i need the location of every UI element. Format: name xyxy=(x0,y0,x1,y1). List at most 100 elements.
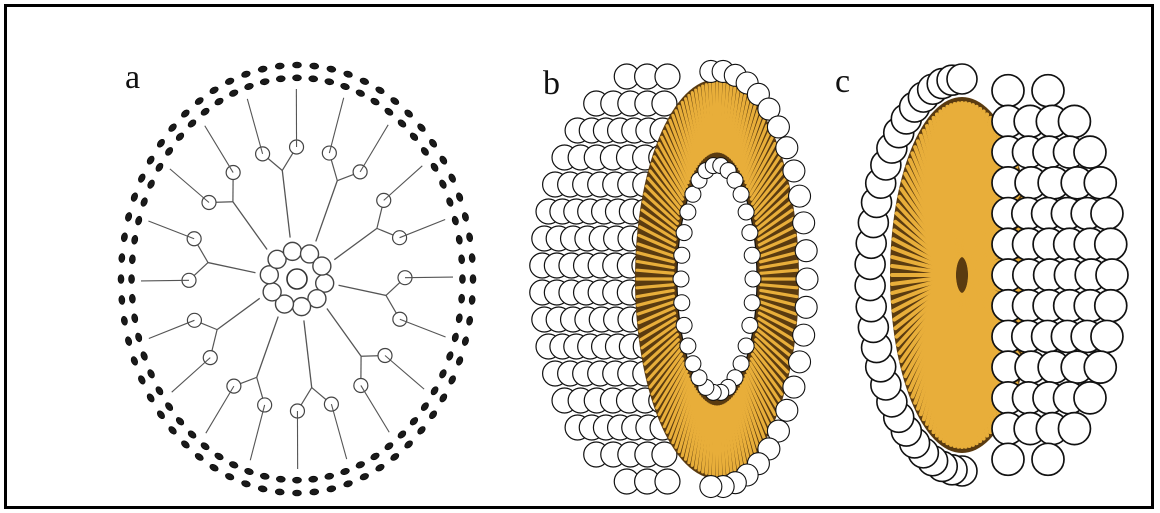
end-group xyxy=(416,122,427,133)
end-group xyxy=(131,235,139,245)
end-group xyxy=(355,89,366,98)
lipid-head xyxy=(744,295,760,311)
end-group xyxy=(154,385,164,396)
branch-line xyxy=(148,221,194,239)
surfactant-head xyxy=(1091,198,1123,230)
end-group xyxy=(175,131,186,142)
surfactant-head xyxy=(992,443,1024,475)
end-group xyxy=(389,96,400,106)
lipid-head xyxy=(676,317,692,333)
lipid-head xyxy=(674,295,690,311)
end-group xyxy=(445,197,454,208)
end-group xyxy=(258,485,268,493)
end-group xyxy=(129,294,136,304)
lipid-head xyxy=(738,204,754,220)
end-group xyxy=(137,173,147,184)
end-group xyxy=(241,70,251,78)
end-group xyxy=(451,215,459,225)
end-group xyxy=(469,253,476,263)
end-group xyxy=(455,192,464,203)
surfactant-head xyxy=(1095,290,1127,322)
end-group xyxy=(343,70,353,78)
branch-line xyxy=(170,169,209,203)
end-group xyxy=(324,472,334,480)
end-group xyxy=(244,467,254,475)
end-group xyxy=(430,162,440,173)
end-group xyxy=(276,476,286,483)
branch-line xyxy=(217,298,260,329)
end-group xyxy=(260,78,270,86)
end-group xyxy=(355,460,366,469)
surfactant-head xyxy=(1032,443,1064,475)
end-group xyxy=(194,452,205,462)
lipid-head xyxy=(655,469,680,494)
lipid-tail xyxy=(719,407,721,475)
branch-line xyxy=(405,277,453,278)
lipid-head xyxy=(767,116,789,138)
end-group xyxy=(194,96,205,106)
lipid-head xyxy=(789,351,811,373)
branch-line xyxy=(233,202,267,250)
end-group xyxy=(461,336,469,346)
branch-line xyxy=(361,385,389,432)
end-group xyxy=(146,368,156,379)
end-group xyxy=(156,138,166,149)
end-group xyxy=(416,425,427,436)
end-group xyxy=(180,108,191,118)
lipid-head xyxy=(776,399,798,421)
branch-line xyxy=(327,308,361,356)
end-group xyxy=(324,78,334,86)
surfactant-head xyxy=(1095,228,1127,260)
end-group xyxy=(447,374,457,385)
end-group xyxy=(455,235,463,245)
end-group xyxy=(118,275,124,284)
end-group xyxy=(175,416,186,427)
end-group xyxy=(470,275,476,284)
panel-label-c: c xyxy=(835,63,850,101)
end-group xyxy=(140,351,149,362)
end-group xyxy=(458,294,465,304)
branch-line xyxy=(334,228,377,259)
branch-line xyxy=(316,181,337,242)
end-group xyxy=(260,472,270,480)
end-group xyxy=(397,429,408,439)
lipid-head xyxy=(738,338,754,354)
branch-line xyxy=(172,358,211,393)
end-group xyxy=(359,77,370,86)
end-group xyxy=(397,118,408,128)
surfactant-head xyxy=(1058,413,1090,445)
lipid-head xyxy=(676,225,692,241)
core-ring xyxy=(293,298,311,316)
end-group xyxy=(438,155,448,166)
end-group xyxy=(420,146,430,157)
end-group xyxy=(228,89,239,98)
surfactant-head xyxy=(1058,105,1090,137)
end-group xyxy=(187,118,198,128)
end-group xyxy=(370,452,381,462)
lipid-head xyxy=(673,271,689,287)
lipid-head xyxy=(685,356,701,372)
end-group xyxy=(276,75,286,82)
surfactant-head xyxy=(1074,382,1106,414)
end-group xyxy=(409,131,420,142)
end-group xyxy=(200,107,211,117)
end-group xyxy=(445,351,454,362)
end-group xyxy=(370,97,381,107)
lipid-head xyxy=(744,247,760,263)
end-group xyxy=(389,452,400,462)
end-group xyxy=(209,463,220,473)
lipid-head xyxy=(733,186,749,202)
figure-artwork xyxy=(7,7,1151,506)
end-group xyxy=(455,313,463,323)
end-group xyxy=(340,82,350,90)
lipid-head xyxy=(674,247,690,263)
end-group xyxy=(420,401,430,412)
lipid-head xyxy=(796,268,818,290)
lipid-head xyxy=(776,137,798,159)
end-group xyxy=(447,173,457,184)
cropped-caption xyxy=(7,498,1151,509)
lipid-head xyxy=(745,271,761,287)
lipid-head xyxy=(680,204,696,220)
end-group xyxy=(428,138,438,149)
end-group xyxy=(244,82,254,90)
